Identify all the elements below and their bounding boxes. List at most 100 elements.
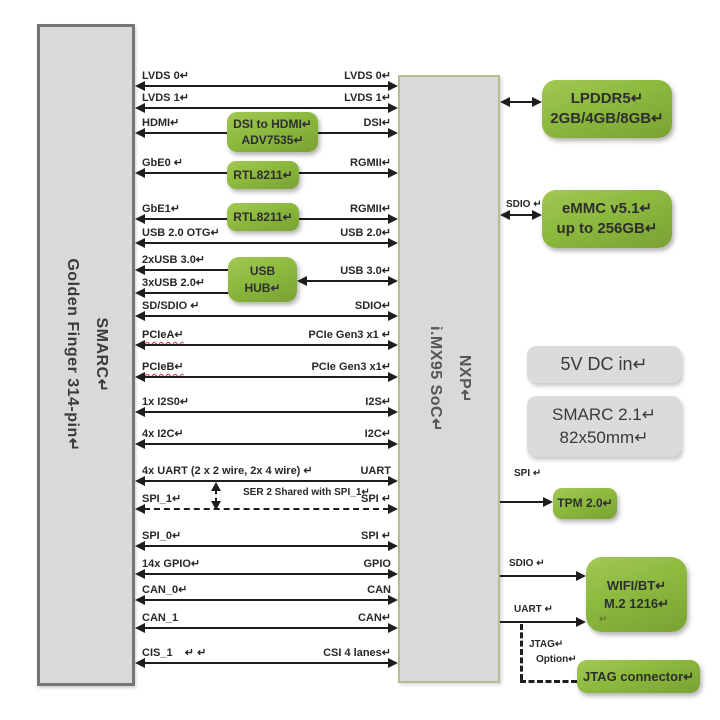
line: [144, 627, 389, 629]
label-csi-4-lanes: CSI 4 lanes↵: [323, 647, 391, 659]
emmc-bus-label: SDIO ↵: [506, 199, 542, 210]
connector-spi0: SPI_0↵ SPI ↵: [135, 530, 398, 551]
dsi-to-hdmi-adv7535-box: DSI to HDMI↵ ADV7535↵: [227, 112, 318, 152]
label-lvds1-right: LVDS 1↵: [344, 92, 391, 104]
arrowhead-up-icon: [211, 482, 221, 491]
connector-soc-lpddr5: [500, 97, 542, 107]
connector-soc-tpm: [500, 497, 553, 507]
power-input-box: 5V DC in↵: [527, 346, 681, 383]
arrowhead-right-icon: [388, 340, 398, 350]
arrowhead-left-icon: [135, 569, 145, 579]
label-dsi: DSI↵: [363, 117, 391, 129]
label-lvds0-right: LVDS 0↵: [344, 70, 391, 82]
arrowhead-right-icon: [388, 311, 398, 321]
form-factor-line1: SMARC 2.1↵: [552, 404, 656, 424]
line: [144, 411, 389, 413]
label-lvds0-left: LVDS 0↵: [142, 70, 189, 82]
lpddr5-box: LPDDR5↵ 2GB/4GB/8GB↵: [542, 80, 672, 138]
arrowhead-right-icon: [532, 97, 542, 107]
connector-i2c: 4x I2C↵ I2C↵: [135, 428, 398, 449]
line: [144, 480, 389, 482]
label-pcie-gen3-1: PCIe Gen3 x1 ↵: [308, 329, 391, 341]
arrowhead-down-icon: [211, 501, 221, 510]
label-uart: UART: [360, 465, 391, 477]
label-gbe1: GbE1↵: [142, 203, 180, 215]
arrowhead-left-icon: [135, 238, 145, 248]
arrowhead-left-icon: [135, 476, 145, 486]
line: [144, 85, 389, 87]
jtag-dashed-vertical-line: [520, 624, 523, 680]
label-i2s: I2S↵: [365, 396, 391, 408]
label-usb2-otg: USB 2.0 OTG↵: [142, 227, 220, 239]
arrowhead-left-icon: [135, 439, 145, 449]
arrowhead-left-icon: [500, 210, 510, 220]
arrowhead-left-icon: [135, 103, 145, 113]
connector-3xusb2-hub: 3xUSB 2.0↵: [135, 277, 230, 298]
arrowhead-left-icon: [135, 340, 145, 350]
soc-panel: NXP↵ i.MX95 SoC↵: [398, 75, 500, 683]
arrowhead-left-icon: [135, 128, 145, 138]
wifi-bt-box: WIFI/BT↵ M.2 1216↵ ↵: [586, 557, 687, 632]
line: [144, 292, 230, 294]
connector-gpio: 14x GPIO↵ GPIO: [135, 558, 398, 579]
wifi-bt-line1: WIFI/BT↵: [606, 577, 667, 593]
emmc-line2: up to 256GB↵: [556, 220, 658, 237]
line: [144, 599, 389, 601]
line: [144, 315, 389, 317]
power-input-label: 5V DC in↵: [560, 354, 648, 375]
smarc-panel-label: SMARC↵ Golden Finger 314-pin↵: [57, 258, 115, 451]
label-2xusb3: 2xUSB 3.0↵: [142, 254, 206, 266]
line: [500, 501, 544, 503]
label-hdmi: HDMI↵: [142, 117, 180, 129]
arrowhead-left-icon: [500, 97, 510, 107]
arrowhead-right-icon: [388, 276, 398, 286]
label-1x-i2s0: 1x I2S0↵: [142, 396, 190, 408]
connector-uart: 4x UART (2 x 2 wire, 2x 4 wire) ↵ UART: [135, 465, 398, 486]
connector-sdsdio: SD/SDIO ↵ SDIO↵: [135, 300, 398, 321]
arrowhead-left-icon: [135, 623, 145, 633]
tpm-box: TPM 2.0↵: [553, 488, 617, 519]
label-spi-shared: SPI ↵: [360, 493, 391, 505]
connector-can0: CAN_0↵ CAN: [135, 584, 398, 605]
soc-panel-label-line1: NXP↵: [455, 354, 473, 404]
line: [144, 107, 389, 109]
arrowhead-left-icon: [135, 311, 145, 321]
arrowhead-right-icon: [388, 595, 398, 605]
label-usb2: USB 2.0↵: [340, 227, 391, 239]
line: [144, 242, 389, 244]
label-sdio: SDIO↵: [354, 300, 391, 312]
arrowhead-right-icon: [543, 497, 553, 507]
lpddr5-line2: 2GB/4GB/8GB↵: [550, 110, 664, 127]
arrowhead-right-icon: [576, 617, 586, 627]
wifi-bt-line2: M.2 1216↵: [603, 595, 670, 611]
line: [500, 575, 577, 577]
label-4x-uart: 4x UART (2 x 2 wire, 2x 4 wire) ↵: [142, 465, 313, 477]
arrowhead-right-icon: [388, 504, 398, 514]
jtag-connector-box: JTAG connector↵: [577, 660, 700, 693]
label-pcie-gen3-2: PCIe Gen3 x1↵: [311, 361, 391, 373]
label-lvds1-left: LVDS 1↵: [142, 92, 189, 104]
line-dashed: [144, 508, 389, 510]
usb-hub-line2: HUB↵: [244, 280, 281, 295]
label-can1: CAN_1: [142, 612, 179, 624]
label-3xusb2: 3xUSB 2.0↵: [142, 277, 206, 289]
arrowhead-left-icon: [135, 407, 145, 417]
label-gpio: GPIO: [363, 558, 391, 570]
arrowhead-right-icon: [388, 541, 398, 551]
jtag-option-label-line1: JTAG↵: [529, 639, 564, 650]
label-rgmii-1: RGMII↵: [350, 157, 391, 169]
arrowhead-right-icon: [388, 407, 398, 417]
label-i2c: I2C↵: [364, 428, 391, 440]
arrowhead-left-icon: [135, 504, 145, 514]
arrowhead-left-icon: [135, 541, 145, 551]
label-can-2: CAN↵: [357, 612, 391, 624]
arrowhead-right-icon: [576, 571, 586, 581]
arrowhead-left-icon: [135, 595, 145, 605]
label-cis1: CIS_1 ↵ ↵: [142, 647, 207, 659]
connector-usb2-otg: USB 2.0 OTG↵ USB 2.0↵: [135, 227, 398, 248]
rtl8211-box-2: RTL8211↵: [227, 203, 299, 231]
label-gbe0: GbE0 ↵: [142, 157, 184, 169]
connector-spi1: SPI_1↵ SPI ↵: [135, 493, 398, 514]
connector-can1: CAN_1 CAN↵: [135, 612, 398, 633]
